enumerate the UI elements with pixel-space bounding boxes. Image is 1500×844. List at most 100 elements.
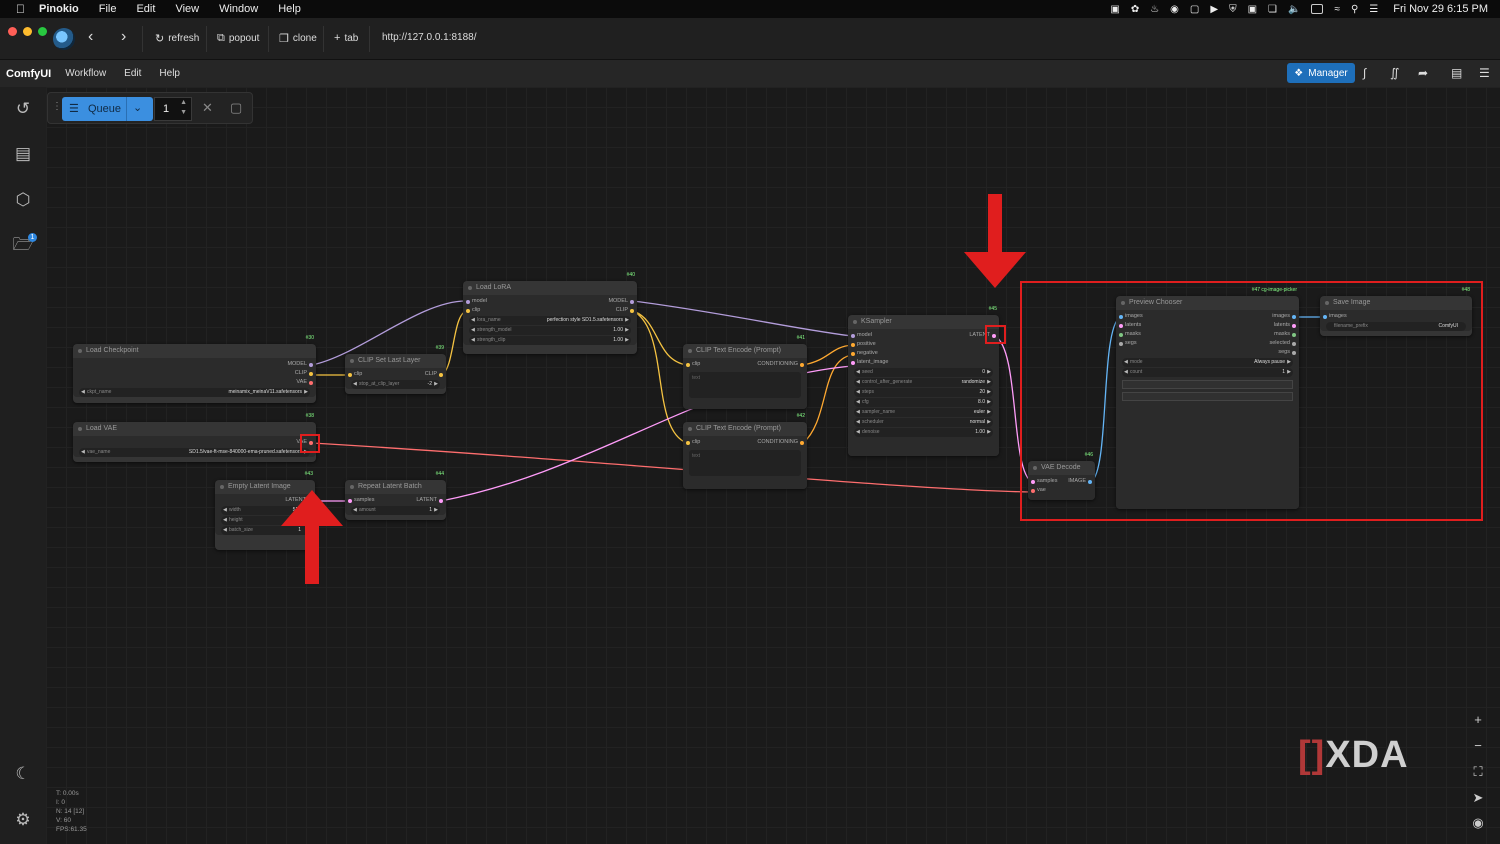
menubar-file[interactable]: File [89, 3, 117, 15]
window-icon[interactable]: ❏ [1268, 3, 1277, 15]
play-icon[interactable]: ▶ [1210, 3, 1219, 15]
apple-icon[interactable]:  [16, 2, 25, 16]
arrow-left-icon[interactable]: ◀ [856, 379, 860, 385]
close-icon[interactable]: ✕ [202, 100, 213, 115]
arrow-left-icon[interactable]: ◀ [856, 419, 860, 425]
node-load-checkpoint[interactable]: #30 Load Checkpoint MODEL CLIP VAE ◀ckpt… [73, 335, 316, 403]
queue-list-icon[interactable]: ▤ [14, 144, 32, 163]
model-share-icon[interactable]: ∬ [1390, 66, 1400, 80]
slot-dot[interactable] [1031, 489, 1035, 493]
status-icon[interactable]: ▢ [1189, 3, 1200, 15]
slot-dot[interactable] [1292, 351, 1296, 355]
arrow-right-icon[interactable]: ▶ [434, 507, 438, 513]
pointer-mode-icon[interactable]: ➤ [1472, 790, 1484, 805]
slot-dot[interactable] [309, 441, 313, 445]
status-icon[interactable]: ▣ [1110, 3, 1120, 15]
shield-icon[interactable]: ⛨ [1229, 3, 1237, 15]
zoom-window-button[interactable] [38, 27, 47, 36]
arrow-left-icon[interactable]: ◀ [856, 409, 860, 415]
menu-workflow[interactable]: Workflow [65, 68, 107, 79]
arrow-left-icon[interactable]: ◀ [223, 517, 227, 523]
status-icon[interactable]: ◉ [1170, 3, 1179, 15]
slot-dot[interactable] [851, 334, 855, 338]
slot-dot[interactable] [1292, 333, 1296, 337]
slot-dot[interactable] [1323, 315, 1327, 319]
arrow-left-icon[interactable]: ◀ [223, 527, 227, 533]
status-icon[interactable]: ✿ [1130, 3, 1140, 15]
slot-dot[interactable] [1119, 315, 1123, 319]
slot-dot[interactable] [1119, 342, 1123, 346]
slot-dot[interactable] [630, 309, 634, 313]
slot-dot[interactable] [309, 372, 313, 376]
arrow-left-icon[interactable]: ◀ [223, 507, 227, 513]
menubar-window[interactable]: Window [210, 3, 258, 15]
prompt-textarea[interactable]: text [689, 372, 801, 398]
slot-dot[interactable] [348, 499, 352, 503]
slot-dot[interactable] [630, 300, 634, 304]
slot-dot[interactable] [466, 309, 470, 313]
slot-dot[interactable] [686, 363, 690, 367]
arrow-left-icon[interactable]: ◀ [1124, 359, 1128, 365]
slot-dot[interactable] [800, 363, 804, 367]
control-center-icon[interactable]: ☰ [1369, 3, 1379, 15]
slot-dot[interactable] [439, 373, 443, 377]
slot-dot[interactable] [851, 343, 855, 347]
slot-dot[interactable] [1119, 324, 1123, 328]
widget-stop-at-clip-layer[interactable]: ◀stop_at_clip_layer-2▶ [351, 380, 440, 389]
slot-dot[interactable] [1119, 333, 1123, 337]
arrow-left-icon[interactable]: ◀ [81, 449, 85, 455]
slot-dot[interactable] [1031, 480, 1035, 484]
history-icon[interactable]: ↺ [15, 99, 31, 118]
close-window-button[interactable] [8, 27, 17, 36]
model-icon[interactable]: ∫ [1363, 66, 1367, 80]
manager-button[interactable]: ❖ Manager [1287, 63, 1355, 83]
refresh-button[interactable]: ↻refresh [155, 32, 199, 45]
new-tab-button[interactable]: +tab [334, 32, 358, 44]
menubar-edit[interactable]: Edit [127, 3, 155, 15]
slot-dot[interactable] [348, 373, 352, 377]
arrow-right-icon[interactable]: ▶ [625, 317, 629, 323]
arrow-right-icon[interactable]: ▶ [987, 399, 991, 405]
slot-dot[interactable] [1292, 315, 1296, 319]
queue-count-input[interactable]: 1 ▲▼ [154, 97, 192, 121]
menu-edit[interactable]: Edit [124, 68, 142, 79]
arrow-right-icon[interactable]: ▶ [987, 379, 991, 385]
slot-dot[interactable] [1292, 342, 1296, 346]
theme-moon-icon[interactable]: ☾ [15, 764, 31, 783]
back-icon[interactable]: ‹ [88, 28, 94, 45]
zoom-in-icon[interactable]: + [1474, 712, 1482, 727]
arrow-right-icon[interactable]: ▶ [987, 409, 991, 415]
arrow-right-icon[interactable]: ▶ [987, 369, 991, 375]
arrow-left-icon[interactable]: ◀ [856, 399, 860, 405]
menubar-view[interactable]: View [166, 3, 199, 15]
status-icon[interactable]: ♨ [1150, 3, 1160, 15]
arrow-left-icon[interactable]: ◀ [856, 369, 860, 375]
arrow-right-icon[interactable]: ▶ [1287, 359, 1291, 365]
slot-dot[interactable] [992, 334, 996, 338]
fit-view-icon[interactable]: ⛶ [1473, 764, 1483, 779]
chevron-down-icon[interactable]: ⌄ [133, 102, 143, 114]
arrow-right-icon[interactable]: ▶ [625, 327, 629, 333]
menubar-app-name[interactable]: Pinokio [30, 3, 79, 15]
wifi-icon[interactable]: ≈ [1334, 3, 1340, 15]
stepper-icon[interactable]: ▲▼ [180, 99, 187, 116]
queue-button[interactable]: ☰ Queue ⌄ [62, 97, 153, 121]
stop-icon[interactable]: ▢ [230, 100, 243, 115]
